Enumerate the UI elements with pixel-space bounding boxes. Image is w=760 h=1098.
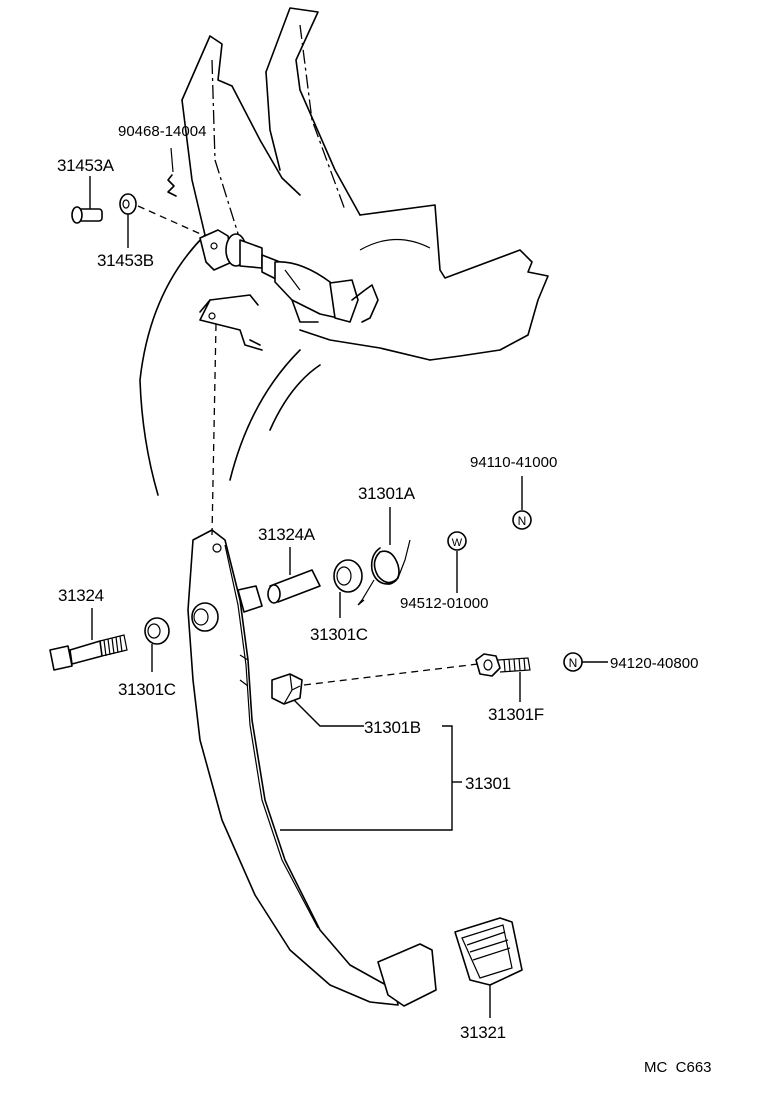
pedal-lever xyxy=(187,529,399,1006)
label-31301: 31301 xyxy=(465,774,511,793)
diagram-code: MC C663 xyxy=(644,1059,712,1076)
bolt-31324 xyxy=(49,634,128,671)
bushing-31301C-mid xyxy=(333,559,363,593)
bushing-31453B xyxy=(119,193,137,215)
label-31453A: 31453A xyxy=(57,156,115,175)
label-90468-14004: 90468-14004 xyxy=(118,123,206,140)
nut-symbol-top: N xyxy=(512,510,532,530)
washer-symbol-text: W xyxy=(452,537,463,549)
label-94120-40800: 94120-40800 xyxy=(610,655,698,672)
nut-symbol-right-text: N xyxy=(569,656,578,670)
pedal-pad-31321 xyxy=(454,917,523,986)
label-31301A: 31301A xyxy=(358,484,416,503)
pedal-bracket xyxy=(139,7,549,496)
spring-31301A xyxy=(357,539,411,606)
clevis-assembly xyxy=(199,229,379,323)
label-31301C-left: 31301C xyxy=(118,680,176,699)
pin-31453A xyxy=(71,206,103,224)
label-31324: 31324 xyxy=(58,586,104,605)
stopper-31301B xyxy=(271,673,303,705)
label-94512-01000: 94512-01000 xyxy=(400,595,488,612)
washer-symbol: W xyxy=(447,531,467,551)
bushing-31301C-left xyxy=(144,617,170,645)
label-31301F: 31301F xyxy=(488,705,544,724)
label-31301C-mid: 31301C xyxy=(310,625,368,644)
nut-symbol-top-text: N xyxy=(518,514,527,528)
label-31324A: 31324A xyxy=(258,525,316,544)
label-31453B: 31453B xyxy=(97,251,154,270)
collar-31324A xyxy=(267,569,321,604)
label-31321: 31321 xyxy=(460,1023,506,1042)
label-94110-41000: 94110-41000 xyxy=(470,454,557,471)
bolt-31301F xyxy=(475,653,531,677)
nut-symbol-right: N xyxy=(563,652,583,672)
label-31301B: 31301B xyxy=(364,718,421,737)
pedal-pad-mounted xyxy=(377,943,437,1007)
clip-pin xyxy=(167,174,177,197)
